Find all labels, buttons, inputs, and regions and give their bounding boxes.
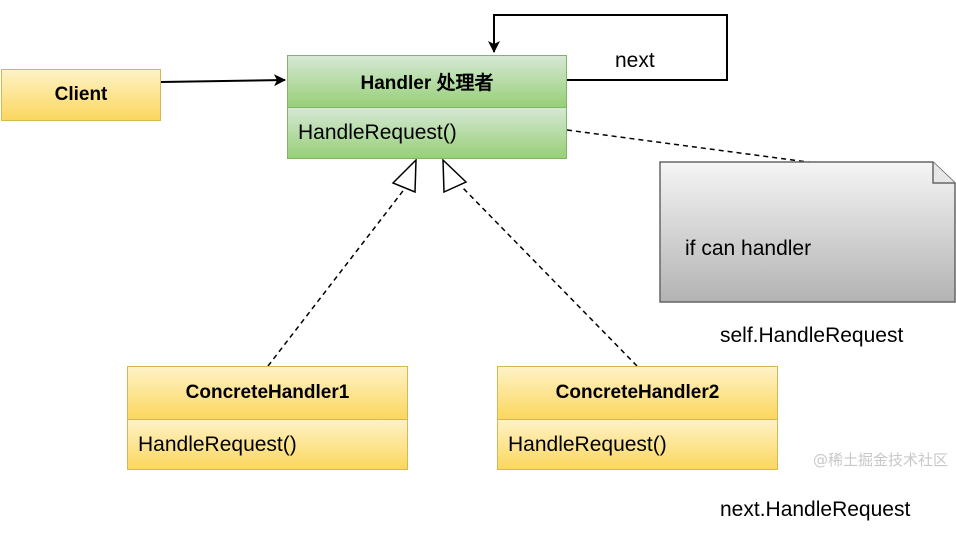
note-line: self.HandleRequest [685,324,904,347]
handler-method: HandleRequest() [298,121,457,144]
inheritance-arrowhead-1 [391,158,417,194]
note-shape [659,161,956,303]
concrete1-realization-line [267,186,407,367]
handler-method-section: HandleRequest() [288,108,566,158]
handler-class[interactable]: Handler 处理者 HandleRequest() [287,55,567,159]
client-to-handler-arrow [160,74,286,87]
handler-title-section: Handler 处理者 [288,56,566,108]
client-box[interactable]: Client [1,69,161,121]
next-self-link [488,14,728,81]
concrete-handler-1-class[interactable]: ConcreteHandler1 HandleRequest() [127,366,408,470]
concrete-handler-2-class[interactable]: ConcreteHandler2 HandleRequest() [497,366,778,470]
concrete2-realization-line [461,186,638,367]
note-text: if can handler self.HandleRequest else n… [685,176,910,553]
next-label: next [615,49,655,72]
client-label: Client [54,84,108,105]
note-line: if can handler [685,237,812,260]
concrete-handler-2-method-section: HandleRequest() [497,419,778,470]
concrete-handler-2-method: HandleRequest() [508,432,667,456]
concrete-handler-1-method: HandleRequest() [138,432,297,456]
note-connector [566,129,816,164]
concrete-handler-2-title-section: ConcreteHandler2 [497,366,778,420]
inheritance-arrowhead-2 [442,158,468,194]
handler-title: Handler 处理者 [360,73,494,94]
concrete-handler-1-title: ConcreteHandler1 [185,382,350,403]
diagram-canvas [160,14,956,367]
concrete-handler-1-method-section: HandleRequest() [127,419,408,470]
note-fold-icon [932,162,955,184]
note-line: next.HandleRequest [685,498,911,521]
watermark: @稀土掘金技术社区 [812,451,948,469]
concrete-handler-1-title-section: ConcreteHandler1 [127,366,408,420]
concrete-handler-2-title: ConcreteHandler2 [555,382,720,403]
